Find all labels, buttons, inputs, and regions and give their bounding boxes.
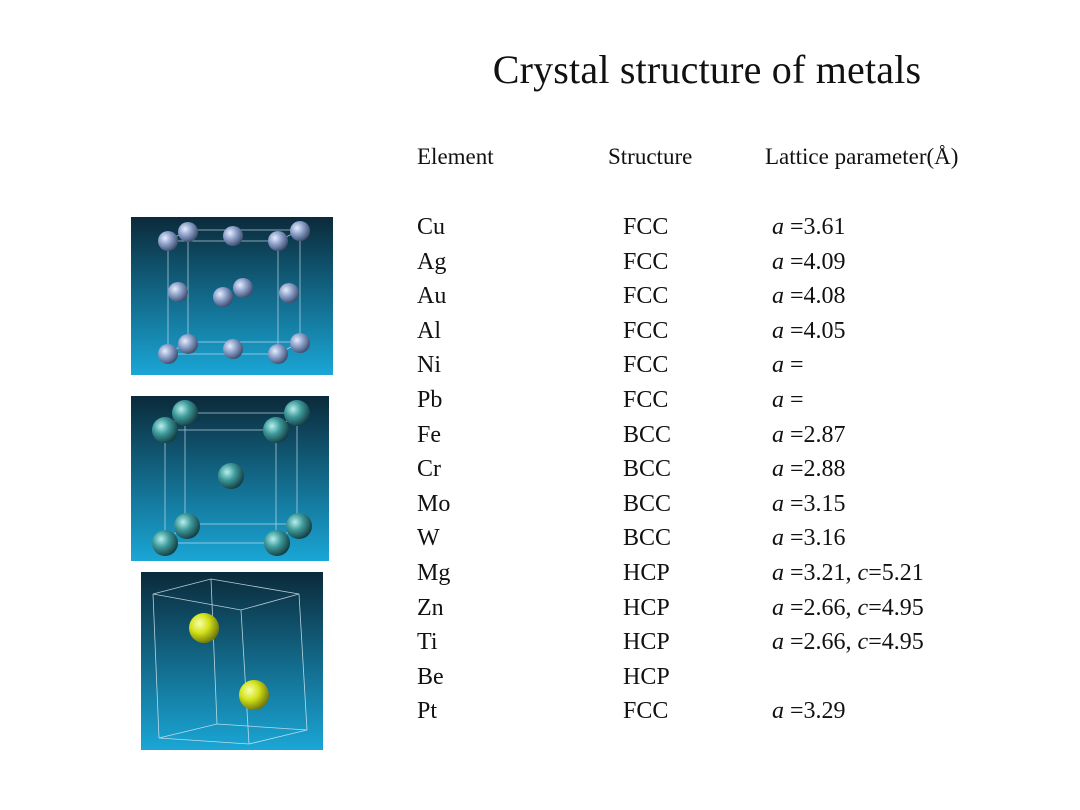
table-cell-structure: HCP (623, 594, 670, 621)
table-cell-lattice-parameter: a =2.66, c=4.95 (772, 594, 924, 621)
table-cell-element: Fe (417, 421, 441, 448)
header-element: Element (417, 144, 494, 169)
table-cell-lattice-parameter: a =3.15 (772, 490, 846, 517)
hcp-unit-cell-image (141, 572, 323, 750)
table-cell-structure: BCC (623, 456, 672, 483)
table-cell-lattice-parameter: a =3.61 (772, 214, 846, 240)
lattice-c-value: 4.95 (881, 594, 924, 621)
table-cell-structure: HCP (623, 663, 670, 690)
table-cell-element: Mg (417, 560, 451, 586)
table-cell-lattice-parameter: a =4.05 (772, 317, 846, 344)
table-cell-lattice-parameter: a =3.16 (772, 525, 846, 552)
table-cell-element: W (417, 525, 440, 552)
table-cell-structure: HCP (623, 629, 670, 656)
table-cell-element: Ni (417, 352, 441, 379)
table-cell-lattice-parameter: a =3.21, c=5.21 (772, 560, 924, 586)
table-cell-structure: BCC (623, 490, 672, 517)
page-title: Crystal structure of metals (492, 47, 922, 92)
table-cell-element: Al (417, 317, 441, 344)
table-cell-structure: FCC (623, 352, 669, 379)
table-cell-lattice-parameter: a = (772, 352, 804, 379)
lattice-a-value: 3.61 (803, 214, 846, 240)
table-cell-structure: FCC (623, 698, 669, 725)
table-cell-structure: FCC (623, 387, 669, 413)
table-cell-structure: FCC (623, 283, 669, 310)
table-cell-structure: BCC (623, 525, 672, 552)
table-cell-element: Zn (417, 594, 444, 621)
lattice-a-value: 2.88 (803, 456, 846, 483)
lattice-a-value: 4.08 (803, 283, 846, 310)
lattice-a-value: 3.16 (803, 525, 846, 552)
lattice-a-value: 2.66 (803, 594, 846, 621)
table-cell-element: Au (417, 283, 447, 310)
table-cell-structure: FCC (623, 317, 669, 344)
table-cell-structure: FCC (623, 214, 669, 240)
table-cell-structure: BCC (623, 421, 672, 448)
table-cell-lattice-parameter: a =4.09 (772, 248, 846, 275)
fcc-unit-cell-image (131, 217, 333, 375)
lattice-a-value: 3.21 (803, 560, 846, 586)
table-cell-lattice-parameter: a =3.29 (772, 698, 846, 725)
lattice-a-value: 2.87 (803, 421, 846, 448)
lattice-c-value: 5.21 (881, 560, 924, 586)
table-cell-element: Ag (417, 248, 447, 275)
table-cell-element: Be (417, 663, 444, 690)
table-cell-lattice-parameter: a =4.08 (772, 283, 846, 310)
lattice-c-value: 4.95 (881, 629, 924, 656)
table-cell-element: Ti (417, 629, 438, 656)
table-cell-structure: FCC (623, 248, 669, 275)
table-cell-lattice-parameter: a =2.87 (772, 421, 846, 448)
table-cell-element: Pb (417, 387, 443, 413)
table-cell-structure: HCP (623, 560, 670, 586)
table-cell-element: Pt (417, 698, 438, 725)
table-cell-lattice-parameter: a =2.88 (772, 456, 846, 483)
table-cell-lattice-parameter: a = (772, 387, 804, 413)
lattice-a-value: 3.15 (803, 490, 846, 517)
bcc-unit-cell-image (131, 396, 329, 561)
table-cell-lattice-parameter: a =2.66, c=4.95 (772, 629, 924, 656)
lattice-a-value: 2.66 (803, 629, 846, 656)
header-structure: Structure (608, 144, 693, 169)
lattice-a-value: 4.05 (803, 317, 846, 344)
header-lattice-parameter: Lattice parameter(Å) (765, 144, 959, 169)
table-cell-element: Cu (417, 214, 446, 240)
table-cell-element: Mo (417, 490, 451, 517)
lattice-a-value: 3.29 (803, 698, 846, 725)
table-cell-element: Cr (417, 456, 441, 483)
lattice-a-value: 4.09 (803, 248, 846, 275)
